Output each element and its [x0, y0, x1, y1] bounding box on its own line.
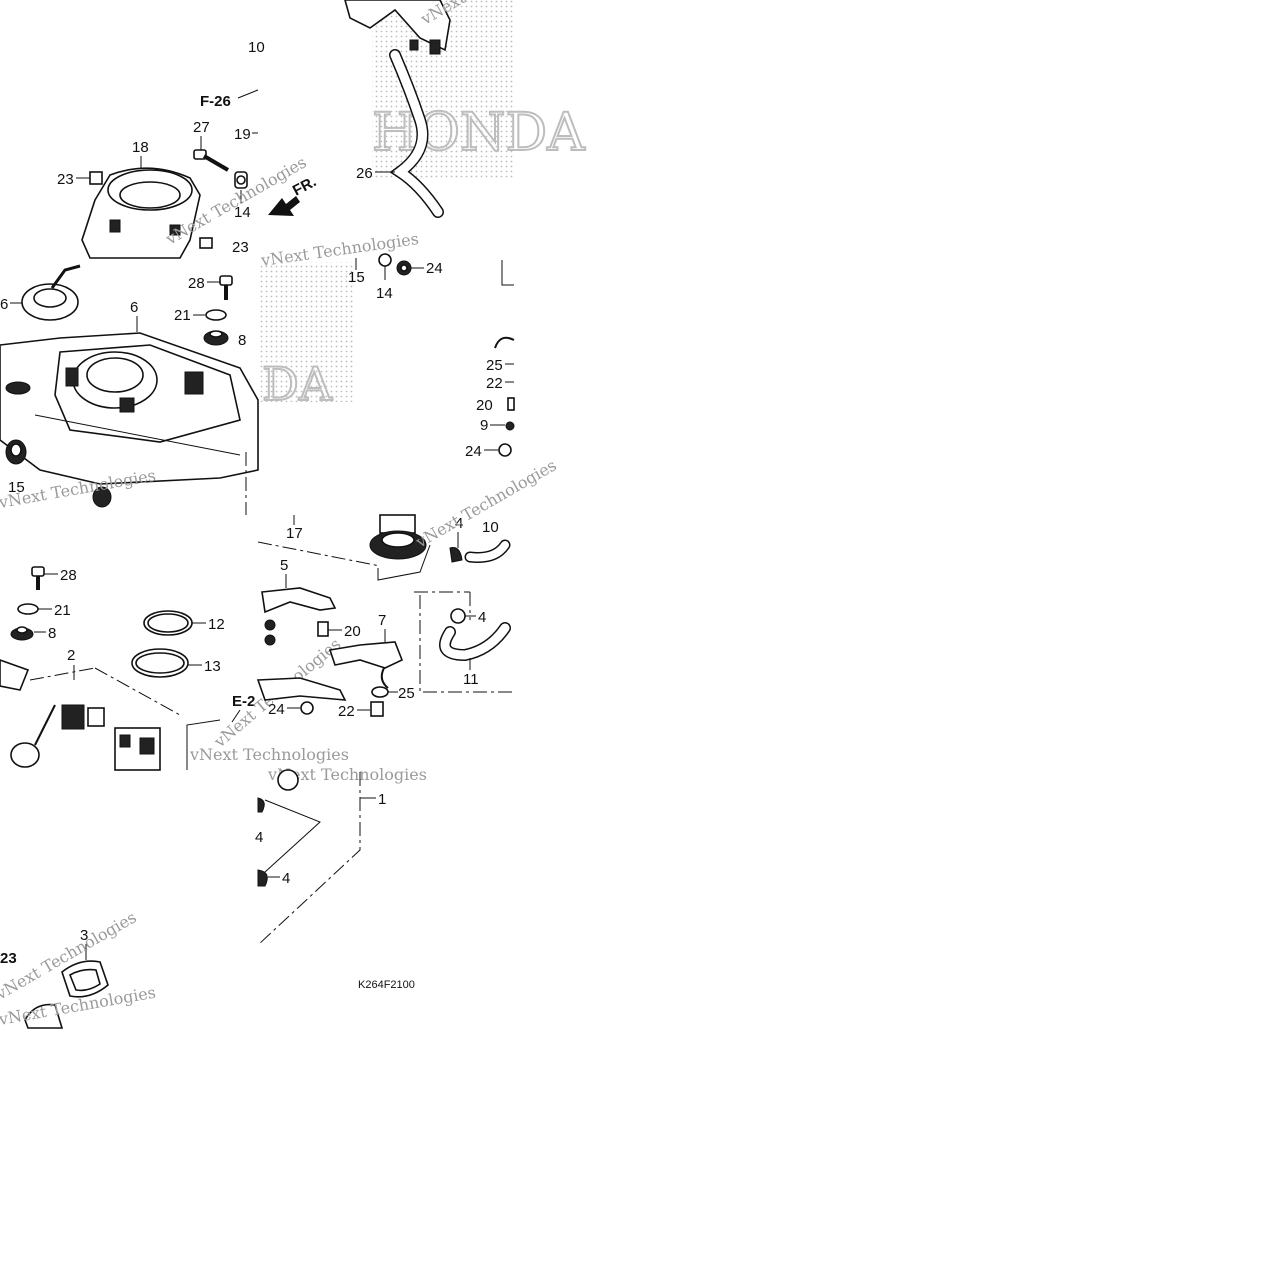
callout-23: 23	[57, 171, 74, 188]
honda-watermark: HONDA	[372, 103, 586, 163]
nut-22	[370, 701, 384, 717]
callout-8b: 8	[48, 625, 56, 642]
callout-20b: 20	[344, 623, 361, 640]
callout-15: 15	[8, 479, 25, 496]
canister-bracket	[344, 0, 451, 55]
callout-17: 17	[286, 525, 303, 542]
washer-9	[505, 421, 515, 431]
callout-10b: 10	[482, 519, 499, 536]
bracket-lower	[256, 677, 347, 701]
nut-24	[396, 260, 412, 276]
callout-4c: 4	[478, 609, 486, 626]
clip-23b	[199, 237, 213, 249]
callout-28: 28	[188, 275, 205, 292]
packing-13	[131, 648, 189, 678]
callout-12: 12	[208, 616, 225, 633]
clip-4	[449, 547, 463, 563]
callout-22: 22	[486, 375, 503, 392]
bracket-7	[328, 641, 404, 669]
callout-7: 7	[378, 612, 386, 629]
callout-21: 21	[174, 307, 191, 324]
callout-24b: 24	[465, 443, 482, 460]
collar-15b	[92, 486, 112, 508]
clamp-4c	[450, 608, 466, 624]
packing-12	[143, 610, 193, 636]
callout-26: 26	[356, 165, 373, 182]
callout-23c: 23	[0, 950, 17, 967]
callout-5: 5	[280, 557, 288, 574]
fuel-cap	[21, 264, 81, 321]
callout-22b: 22	[338, 703, 355, 720]
honda-watermark-2: DA	[262, 357, 333, 411]
rubber-seal-3	[61, 960, 109, 998]
callout-14: 14	[234, 204, 251, 221]
clamp-4e	[257, 869, 268, 887]
callout-19: 19	[234, 126, 251, 143]
diagram-code: K264F2100	[358, 979, 415, 991]
bolt-20	[507, 397, 515, 411]
callout-24: 24	[426, 260, 443, 277]
callout-9: 9	[480, 417, 488, 434]
callout-2: 2	[67, 647, 75, 664]
callout-6: 6	[130, 299, 138, 316]
filler-neck-18	[81, 167, 201, 259]
callout-21b: 21	[54, 602, 71, 619]
tile-pump-assembly: vNext Technologies 1 4 4 K264F2100	[255, 765, 427, 991]
cushion-8	[203, 330, 229, 346]
callout-4e: 4	[282, 870, 290, 887]
grommet-15	[5, 439, 27, 465]
callout-13: 13	[204, 658, 221, 675]
bolt-27	[193, 149, 230, 172]
ref-e2: E-2	[232, 693, 255, 710]
callout-20: 20	[476, 397, 493, 414]
callout-8: 8	[238, 332, 246, 349]
ref-f26-arrow	[237, 89, 259, 99]
bolt-28b	[31, 566, 45, 590]
washer-21b	[17, 603, 39, 615]
clamp-4d	[257, 797, 265, 813]
callout-25b: 25	[398, 685, 415, 702]
callout-25: 25	[486, 357, 503, 374]
washer-21	[205, 309, 227, 321]
callout-28b: 28	[60, 567, 77, 584]
bolt-28	[219, 275, 233, 300]
washer-25	[371, 686, 389, 698]
ring-top	[277, 769, 299, 791]
clip-23	[89, 171, 103, 185]
grommet-14	[234, 171, 248, 189]
callout-27: 27	[193, 119, 210, 136]
callout-4d: 4	[255, 829, 263, 846]
cushion-8b	[10, 626, 34, 641]
ref-f26: F-26	[200, 93, 231, 110]
bolt-20b	[317, 621, 329, 637]
callout-1: 1	[378, 791, 386, 808]
grommet-14b	[378, 253, 392, 267]
callout-18: 18	[132, 139, 149, 156]
callout-3: 3	[80, 927, 88, 944]
cushion-left	[5, 381, 31, 395]
callout-23b: 23	[232, 239, 249, 256]
callout-6-left: 6	[0, 296, 8, 313]
bracket-5	[261, 587, 337, 614]
bracket-plate	[0, 659, 30, 691]
callout-24c: 24	[268, 701, 285, 718]
callout-10: 10	[248, 39, 265, 56]
fuel-pump	[114, 727, 161, 771]
callout-11: 11	[463, 671, 479, 688]
callout-4: 4	[455, 515, 463, 532]
callout-14b: 14	[376, 285, 393, 302]
callout-15b: 15	[348, 269, 365, 286]
watermark-8: vNext Technologies	[267, 765, 427, 784]
nut-24c	[300, 701, 314, 715]
tile-fuel-pump-seals: 28 21 8 12 13 2	[0, 566, 349, 771]
watermark-5: vNext Technologies	[189, 745, 349, 764]
fuel-level-sender-2	[10, 704, 105, 768]
fuel-pump-unit	[369, 514, 427, 560]
nut-24b	[498, 443, 512, 457]
fuel-tank-6	[0, 332, 259, 485]
